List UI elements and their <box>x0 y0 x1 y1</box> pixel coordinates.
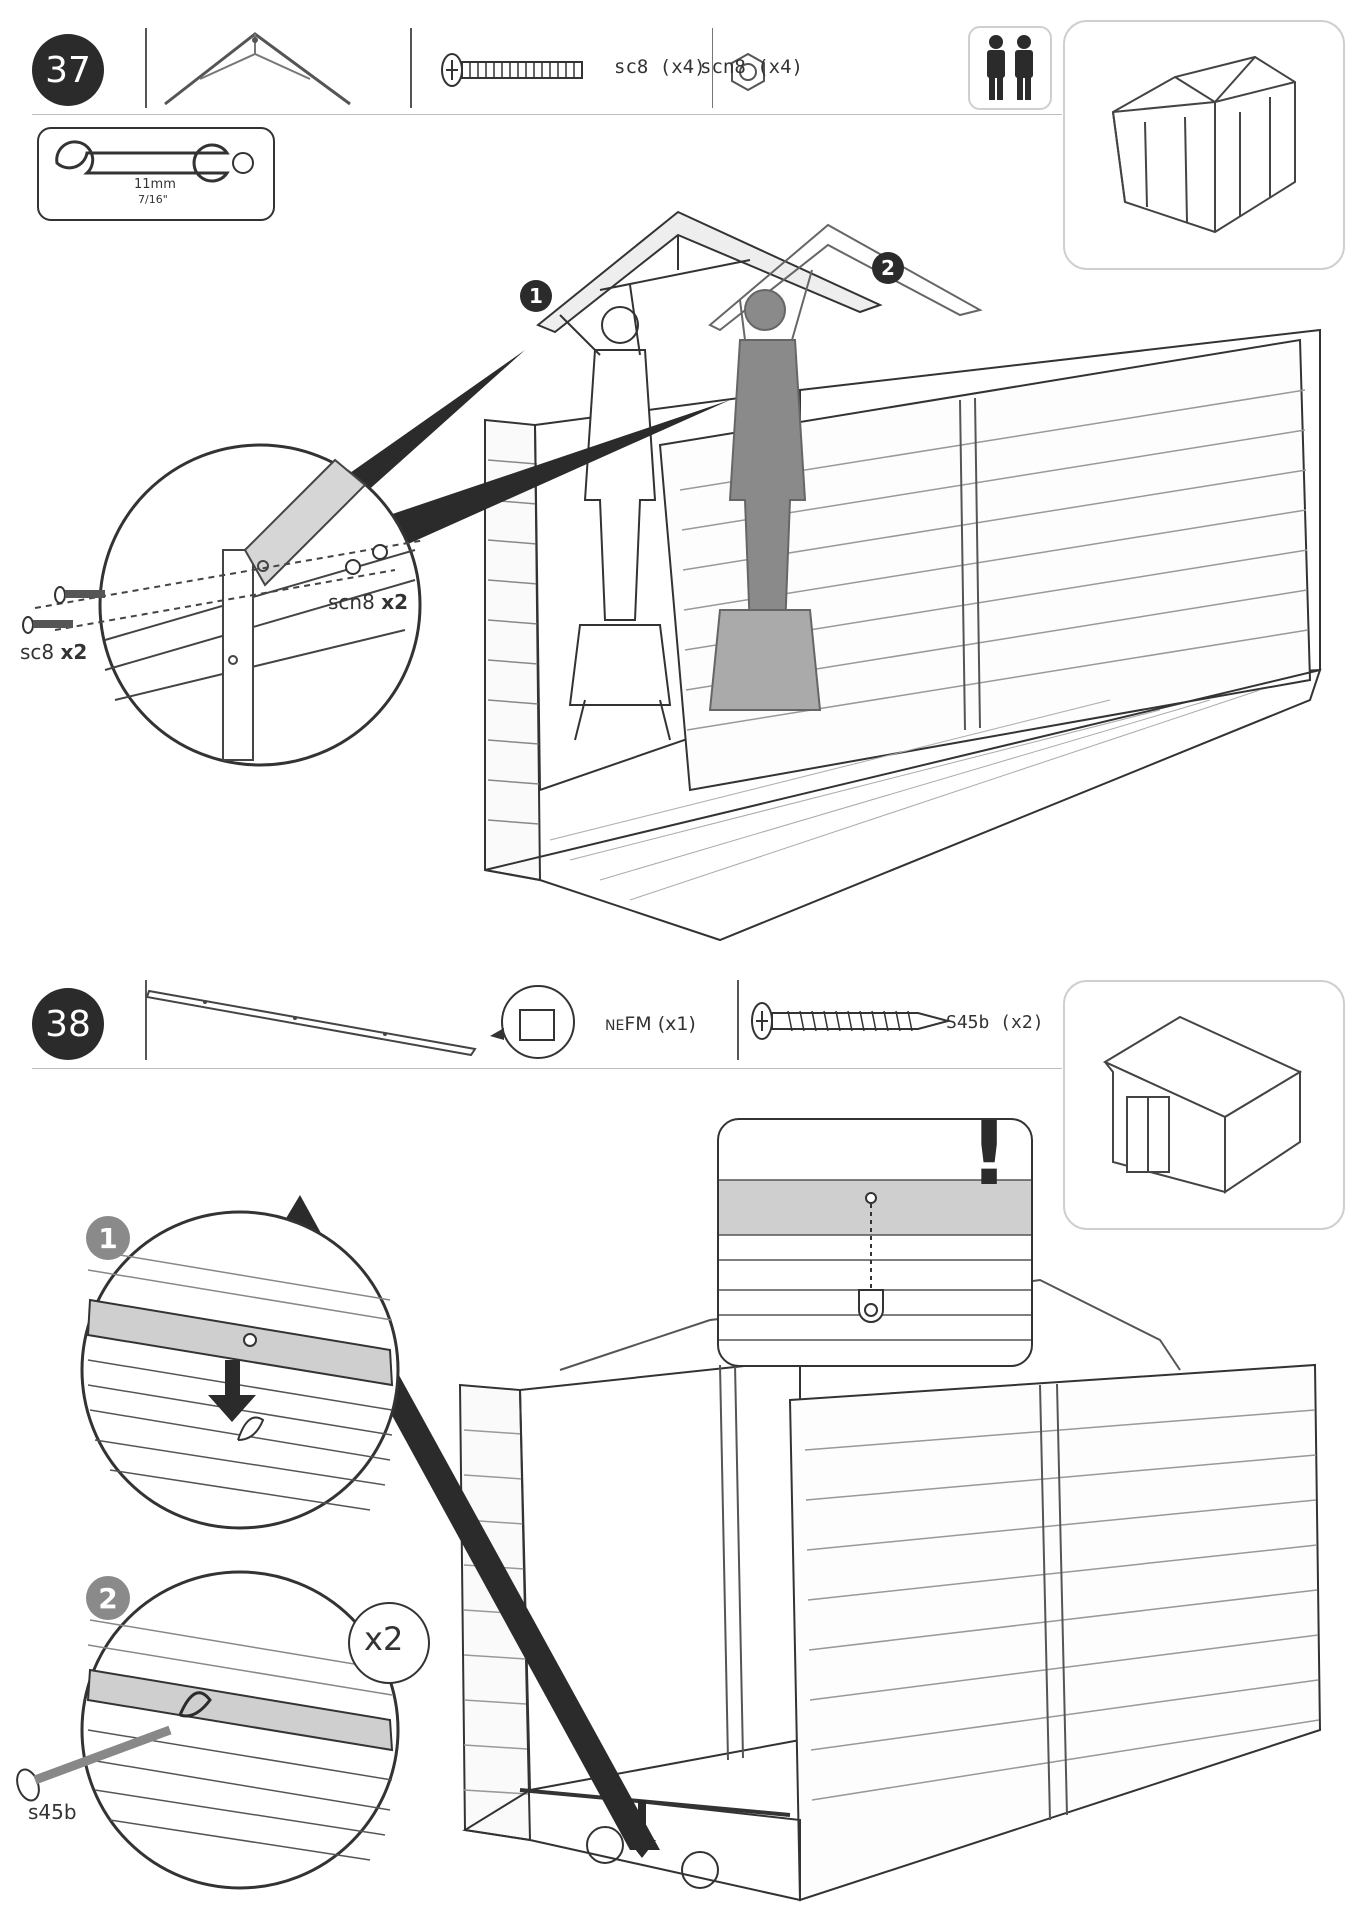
header-rule <box>32 114 1062 115</box>
step-number-badge: 37 <box>32 34 104 106</box>
warning-icon: ! <box>969 1118 1010 1205</box>
overview-thumbnail-37 <box>1063 20 1345 270</box>
two-persons-box <box>968 26 1052 110</box>
part-label: NEFM (x1) <box>605 1013 696 1035</box>
nut-icon <box>731 52 765 92</box>
rail-profile-zoom <box>490 985 575 1059</box>
divider <box>145 980 147 1060</box>
tool-size-in: 7/16" <box>138 193 168 206</box>
screw-name: sc8 <box>20 640 55 664</box>
wood-screw-label: S45b (x2) <box>946 1012 1044 1033</box>
step-number: 38 <box>45 1003 91 1045</box>
screw-detail-label: sc8 x2 <box>20 640 87 664</box>
divider <box>410 28 412 108</box>
detail-circle-2-drawing: 2 <box>80 1570 400 1890</box>
nut-label: scn8 (x4) <box>700 56 803 78</box>
two-persons-icon <box>987 35 1033 100</box>
part-label-prefix: NE <box>605 1018 625 1034</box>
wood-screw-icon <box>751 1002 952 1040</box>
screw-qty: x2 <box>60 640 88 664</box>
overview-thumbnail-38 <box>1063 980 1345 1230</box>
step-number: 37 <box>45 49 91 91</box>
detail-circle-1-drawing: 1 <box>80 1210 400 1530</box>
header-rule <box>32 1068 1062 1069</box>
wood-screw-detail-icon <box>16 1725 172 1802</box>
divider <box>712 28 713 108</box>
shed-thumbnail <box>1102 1015 1303 1194</box>
warning-detail-drawing <box>719 1179 1031 1341</box>
wood-screw-detail-label: s45b <box>28 1800 77 1824</box>
callout-1: 1 <box>529 284 543 308</box>
truss-part-icon <box>164 32 351 106</box>
detail-circle-drawing <box>34 443 426 767</box>
nut-qty: x2 <box>381 590 409 614</box>
screw-label: sc8 (x4) <box>614 56 706 78</box>
step-number-badge: 38 <box>32 988 104 1060</box>
warning-detail-box: ! <box>717 1118 1033 1367</box>
divider <box>145 28 147 108</box>
wrench-icon <box>55 140 254 183</box>
rail-part-icon <box>145 989 477 1057</box>
callout-1: 1 <box>98 1222 117 1255</box>
callout-2: 2 <box>98 1582 117 1615</box>
tool-size-mm: 11mm <box>134 177 176 192</box>
detail-screw-icon <box>22 586 105 634</box>
step-37-illustration: 1 2 <box>335 210 1322 942</box>
shed-frame-thumbnail <box>1111 55 1296 234</box>
screw-icon <box>441 53 583 87</box>
tool-box: 11mm 7/16" <box>37 127 275 221</box>
nut-name: scn8 <box>328 590 375 614</box>
callout-2: 2 <box>881 256 895 280</box>
repeat-circle <box>348 1602 430 1684</box>
repeat-label: x2 <box>364 1620 404 1658</box>
part-label-main: FM (x1) <box>624 1013 696 1035</box>
nut-detail-label: scn8 x2 <box>328 590 408 614</box>
divider <box>737 980 739 1060</box>
